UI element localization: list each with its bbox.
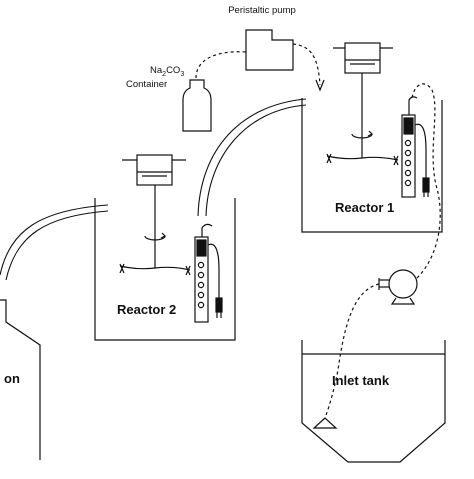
dosing-line — [292, 43, 321, 86]
motor-icon — [122, 154, 186, 200]
reactor-2-rotation — [144, 235, 166, 241]
clipped-tank-vessel — [0, 299, 41, 460]
clipped-tank-label: on — [4, 371, 20, 386]
inlet-tank-label: Inlet tank — [332, 373, 390, 388]
container-label-formula: Na2CO3 — [150, 65, 184, 78]
stirrer-icon — [326, 153, 399, 166]
motor-icon — [333, 42, 393, 90]
clipped-tank: on — [0, 299, 41, 460]
container-label-text: Container — [126, 79, 167, 90]
heater-strip-icon — [194, 223, 223, 323]
reactor-2: Reactor 2 — [94, 154, 236, 341]
reactor-2-vessel — [94, 198, 236, 341]
dosing-arrow — [315, 79, 325, 92]
inlet-strainer — [312, 417, 338, 429]
transfer-tubes — [0, 98, 307, 281]
peristaltic-pump-icon — [245, 29, 294, 71]
heater-strip-icon — [401, 96, 430, 198]
reactor-2-label: Reactor 2 — [117, 302, 176, 317]
reactor-1-vessel — [301, 98, 443, 233]
centrifugal-pump-icon — [324, 83, 441, 419]
pump-label: Peristaltic pump — [228, 5, 296, 16]
na2co3-container: Na2CO3 Container — [126, 65, 212, 132]
peristaltic-pump: Peristaltic pump — [195, 5, 325, 92]
bottle-icon — [182, 79, 212, 132]
reactor-1-label: Reactor 1 — [335, 200, 394, 215]
reactor-1-rotation — [351, 133, 373, 139]
inlet-tank: Inlet tank — [301, 340, 446, 463]
stirrer-icon — [119, 263, 191, 276]
inlet-tank-vessel — [301, 340, 446, 463]
container-line — [195, 51, 247, 79]
reactor-1: Reactor 1 — [301, 42, 443, 233]
